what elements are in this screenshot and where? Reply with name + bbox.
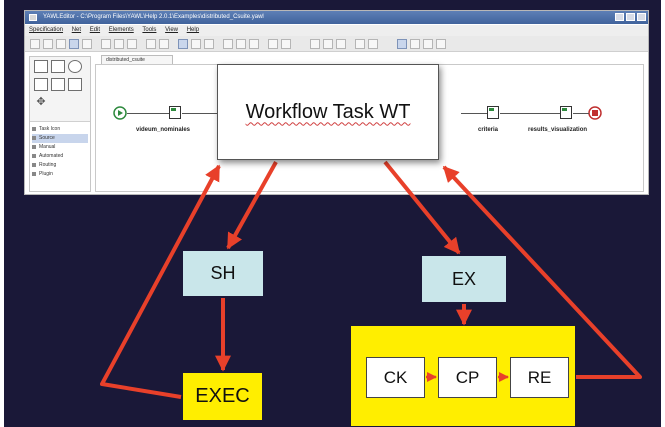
tree-item[interactable]: Routing <box>32 161 88 170</box>
composite-task-palette-icon[interactable] <box>34 78 48 91</box>
toolbar <box>25 36 648 52</box>
exec-node: EXEC <box>183 373 262 420</box>
align-bottom-icon[interactable] <box>336 39 346 49</box>
plugin-icon <box>32 171 36 176</box>
close-spec-icon[interactable] <box>82 39 92 49</box>
re-label: RE <box>527 367 552 387</box>
multi-composite-palette-icon[interactable] <box>51 78 65 91</box>
cp-label: CP <box>455 367 480 387</box>
group-icon[interactable] <box>355 39 365 49</box>
stop-icon <box>592 110 598 116</box>
routing-icon <box>32 162 36 167</box>
ex-node: EX <box>422 256 506 302</box>
menu-view[interactable]: View <box>165 27 179 33</box>
align-center-icon[interactable] <box>236 39 246 49</box>
minimize-icon[interactable] <box>615 13 624 21</box>
person-icon <box>32 144 36 149</box>
align-middle-icon[interactable] <box>323 39 333 49</box>
window-titlebar: YAWLEditor - C:\Program Files\YAWL\Help … <box>25 11 648 24</box>
multi-task-palette-icon[interactable] <box>51 60 65 73</box>
element-palette: ✥ Task Icon Source Manual Automated Rout… <box>29 56 91 192</box>
task-results-icon[interactable] <box>560 106 572 119</box>
align-left-icon[interactable] <box>223 39 233 49</box>
menu-elements[interactable]: Elements <box>108 27 134 33</box>
sh-node: SH <box>183 251 263 296</box>
ex-label: EX <box>451 268 476 289</box>
tree-item[interactable]: Manual <box>32 143 88 152</box>
properties-icon[interactable] <box>397 39 407 49</box>
re-node: RE <box>510 357 569 398</box>
save-icon[interactable] <box>56 39 66 49</box>
arrow-exec-to-wt <box>100 164 221 399</box>
tree-item[interactable]: Plugin <box>32 170 88 179</box>
menu-specification[interactable]: Specification <box>29 27 64 33</box>
task-criteria-icon[interactable] <box>487 106 499 119</box>
arrow-wt-to-sh <box>226 161 278 250</box>
source-icon <box>32 135 36 140</box>
workflow-task-label: Workflow Task WT <box>245 100 411 123</box>
ungroup-icon[interactable] <box>368 39 378 49</box>
cut-icon[interactable] <box>101 39 111 49</box>
zoom-in-icon[interactable] <box>268 39 278 49</box>
folder-icon <box>32 126 36 131</box>
redo-icon[interactable] <box>159 39 169 49</box>
workflow-task-box: Workflow Task WT <box>217 64 439 160</box>
help-icon[interactable] <box>436 39 446 49</box>
task-videum-icon[interactable] <box>169 106 181 119</box>
decompose-icon[interactable] <box>410 39 420 49</box>
align-top-icon[interactable] <box>310 39 320 49</box>
flow-line <box>127 113 169 114</box>
net-icon[interactable] <box>423 39 433 49</box>
unlink-icon[interactable] <box>204 39 214 49</box>
ck-node: CK <box>366 357 425 398</box>
tree-item[interactable]: Source <box>32 134 88 143</box>
play-icon <box>118 110 123 116</box>
paste-icon[interactable] <box>127 39 137 49</box>
menu-edit[interactable]: Edit <box>89 27 101 33</box>
flow-line <box>182 113 222 114</box>
flow-line <box>461 113 487 114</box>
task-palette-icon[interactable] <box>34 60 48 73</box>
flow-line <box>500 113 560 114</box>
gear-icon <box>32 153 36 158</box>
arrow-panel-to-wt <box>442 165 642 379</box>
close-icon[interactable] <box>637 13 646 21</box>
tab-document[interactable]: distributed_csuite <box>101 55 173 64</box>
app-icon <box>29 14 37 21</box>
arrow-layer <box>100 160 642 399</box>
cp-node: CP <box>438 357 497 398</box>
exec-label: EXEC <box>195 385 250 407</box>
new-icon[interactable] <box>30 39 40 49</box>
task-label: videum_nominales <box>136 127 191 133</box>
sh-label: SH <box>210 263 236 283</box>
align-right-icon[interactable] <box>249 39 259 49</box>
tree-item[interactable]: Automated <box>32 152 88 161</box>
menu-net[interactable]: Net <box>71 27 82 33</box>
menu-tools[interactable]: Tools <box>142 27 157 33</box>
move-palette-icon[interactable]: ✥ <box>36 96 46 108</box>
zoom-out-icon[interactable] <box>281 39 291 49</box>
cancel-region-palette-icon[interactable] <box>68 78 82 91</box>
menu-bar: Specification Net Edit Elements Tools Vi… <box>25 25 648 36</box>
arrow-wt-to-ex <box>383 160 461 255</box>
task-label: criteria <box>478 127 499 133</box>
validate-icon[interactable] <box>69 39 79 49</box>
link-icon[interactable] <box>191 39 201 49</box>
ck-label: CK <box>383 367 408 387</box>
net-canvas-graphics <box>113 106 602 120</box>
task-tree: Task Icon Source Manual Automated Routin… <box>30 121 90 191</box>
window-title: YAWLEditor - C:\Program Files\YAWL\Help … <box>43 14 264 20</box>
undo-icon[interactable] <box>146 39 156 49</box>
flow-line <box>573 113 589 114</box>
slide: YAWLEditor - C:\Program Files\YAWL\Help … <box>4 0 661 427</box>
task-label: results_visualization <box>528 127 588 133</box>
menu-help[interactable]: Help <box>186 27 200 33</box>
copy-icon[interactable] <box>114 39 124 49</box>
open-icon[interactable] <box>43 39 53 49</box>
maximize-icon[interactable] <box>626 13 635 21</box>
run-icon[interactable] <box>178 39 188 49</box>
tree-item[interactable]: Task Icon <box>32 125 88 134</box>
condition-palette-icon[interactable] <box>68 60 82 73</box>
